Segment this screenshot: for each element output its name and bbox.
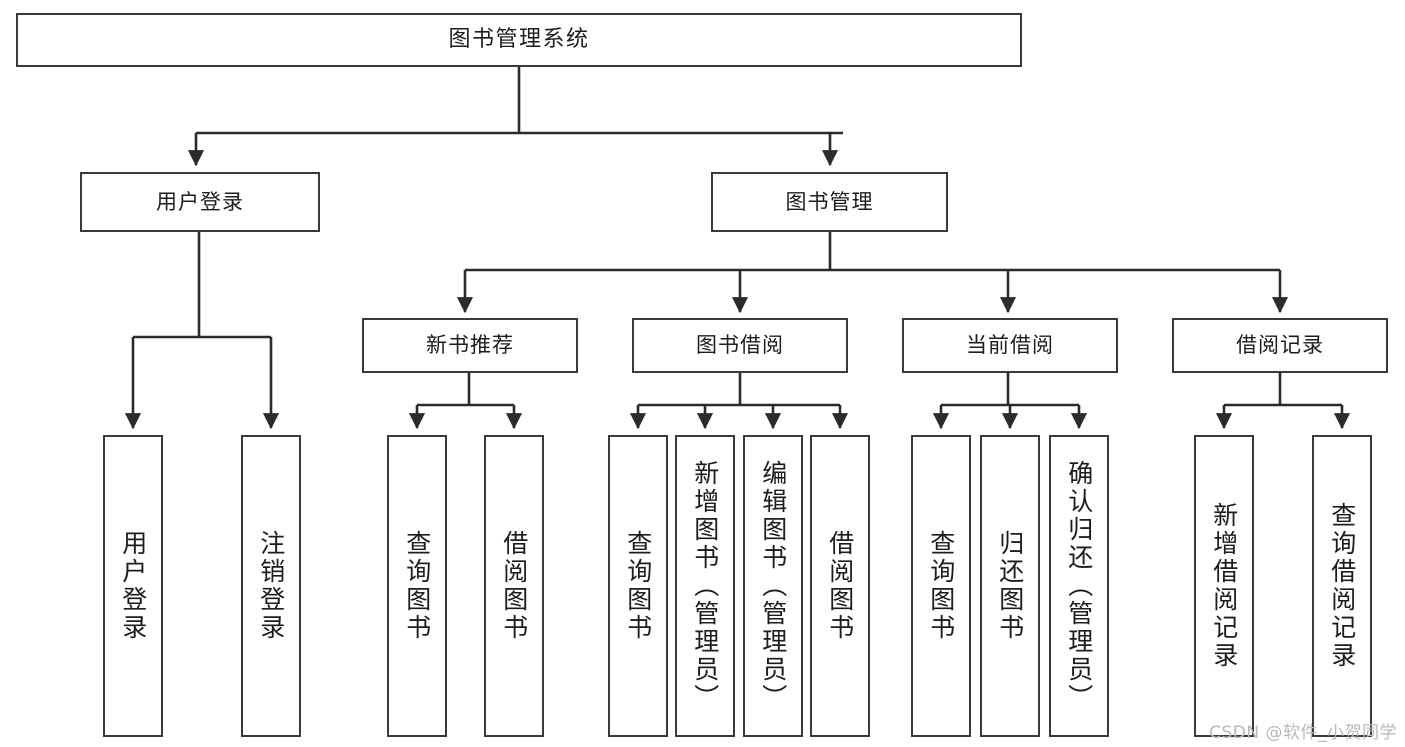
leaf-book-borrow-edit[interactable]: 编辑图书（管理员） xyxy=(743,435,803,737)
node-label: 用户登录 xyxy=(156,189,244,214)
node-borrow-record[interactable]: 借阅记录 xyxy=(1172,318,1388,373)
leaf-new-book-borrow[interactable]: 借阅图书 xyxy=(484,435,544,737)
node-label: 图书管理 xyxy=(785,189,874,214)
node-current-borrow[interactable]: 当前借阅 xyxy=(902,318,1118,373)
node-label: 借阅图书 xyxy=(825,530,855,642)
node-label: 确认归还（管理员） xyxy=(1064,460,1094,712)
leaf-book-borrow-add[interactable]: 新增图书（管理员） xyxy=(675,435,735,737)
node-label: 图书管理系统 xyxy=(448,27,590,53)
node-label: 归还图书 xyxy=(995,530,1025,642)
node-label: 编辑图书（管理员） xyxy=(758,460,788,712)
leaf-borrow-record-add[interactable]: 新增借阅记录 xyxy=(1194,435,1254,737)
leaf-book-borrow-query[interactable]: 查询图书 xyxy=(608,435,668,737)
node-label: 借阅记录 xyxy=(1236,333,1324,358)
leaf-user-login-logout[interactable]: 注销登录 xyxy=(241,435,301,737)
leaf-current-borrow-return[interactable]: 归还图书 xyxy=(980,435,1040,737)
node-label: 图书借阅 xyxy=(696,333,784,358)
node-label: 当前借阅 xyxy=(966,333,1054,358)
node-label: 借阅图书 xyxy=(499,530,529,642)
node-label: 用户登录 xyxy=(118,530,148,642)
node-book-borrow[interactable]: 图书借阅 xyxy=(632,318,848,373)
watermark-text: CSDN @软件_小贺同学 xyxy=(1209,723,1397,743)
node-root-book-management-system[interactable]: 图书管理系统 xyxy=(16,13,1022,67)
leaf-user-login-login[interactable]: 用户登录 xyxy=(103,435,163,737)
node-book-management[interactable]: 图书管理 xyxy=(711,172,948,232)
node-user-login[interactable]: 用户登录 xyxy=(80,172,320,232)
node-label: 注销登录 xyxy=(256,530,286,642)
node-label: 查询图书 xyxy=(623,530,653,642)
leaf-borrow-record-query[interactable]: 查询借阅记录 xyxy=(1312,435,1372,737)
leaf-new-book-query[interactable]: 查询图书 xyxy=(387,435,447,737)
node-new-book-recommend[interactable]: 新书推荐 xyxy=(362,318,578,373)
node-label: 新书推荐 xyxy=(426,333,514,358)
node-label: 查询图书 xyxy=(926,530,956,642)
node-label: 查询图书 xyxy=(402,530,432,642)
leaf-current-borrow-query[interactable]: 查询图书 xyxy=(911,435,971,737)
node-label: 查询借阅记录 xyxy=(1327,502,1357,670)
node-label: 新增借阅记录 xyxy=(1209,502,1239,670)
leaf-book-borrow-borrow[interactable]: 借阅图书 xyxy=(810,435,870,737)
leaf-current-borrow-confirm-return[interactable]: 确认归还（管理员） xyxy=(1049,435,1109,737)
node-label: 新增图书（管理员） xyxy=(690,460,720,712)
